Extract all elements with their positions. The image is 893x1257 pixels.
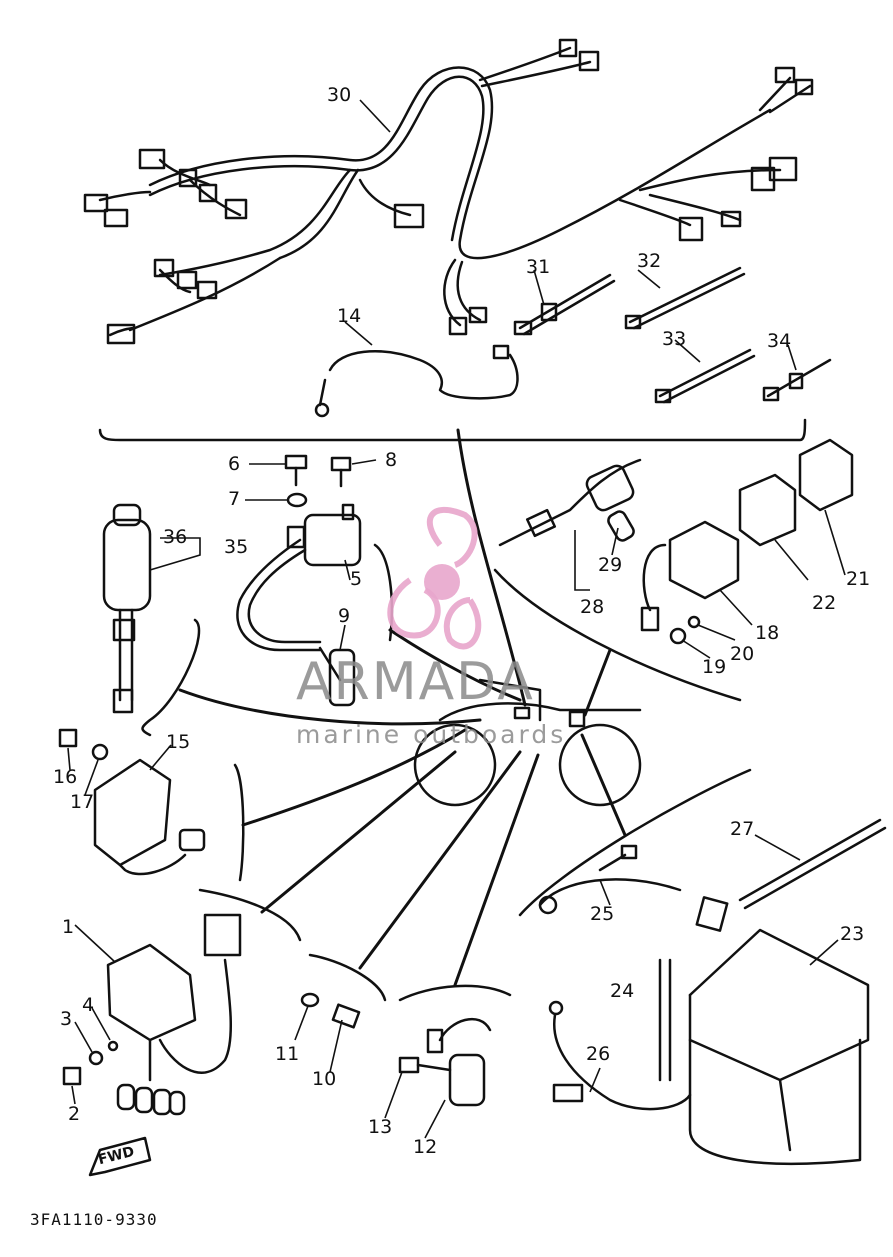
drawing-code: 3FA1110-9330: [30, 1210, 158, 1229]
part-number-13: 13: [368, 1116, 393, 1138]
group-arcs: [141, 543, 752, 1002]
battery-strap: [738, 818, 887, 910]
part-number-6: 6: [228, 453, 241, 475]
part-number-2: 2: [68, 1103, 81, 1125]
part-number-22: 22: [812, 592, 837, 614]
ignition-coil: [236, 503, 362, 707]
part-number-35: 35: [224, 536, 249, 558]
part-number-32: 32: [637, 250, 662, 272]
regulator: [58, 728, 206, 876]
part-number-3: 3: [60, 1008, 73, 1030]
group-bracket: [98, 418, 807, 442]
relays-21-22: [738, 438, 854, 547]
callout-leaders: [67, 99, 846, 1139]
part-number-21: 21: [846, 568, 871, 590]
part-number-28: 28: [580, 596, 605, 618]
part-number-24: 24: [610, 980, 635, 1002]
part-number-17: 17: [70, 791, 95, 813]
starter-solenoid: [398, 1018, 492, 1107]
part-number-26: 26: [586, 1043, 611, 1065]
part-number-16: 16: [53, 766, 78, 788]
part-number-12: 12: [413, 1136, 438, 1158]
part-number-20: 20: [730, 643, 755, 665]
engine-switch: [102, 503, 152, 714]
part-number-25: 25: [590, 903, 615, 925]
part-number-9: 9: [338, 605, 351, 627]
part-number-15: 15: [166, 731, 191, 753]
part-number-10: 10: [312, 1068, 337, 1090]
part-number-1: 1: [62, 916, 75, 938]
relay-unit: [640, 520, 740, 645]
part-number-5: 5: [350, 568, 363, 590]
wire-harness: [83, 38, 814, 345]
part-number-7: 7: [228, 488, 241, 510]
part-number-19: 19: [702, 656, 727, 678]
leader-lines: [178, 428, 627, 987]
bolts: [284, 454, 352, 508]
battery: [658, 928, 870, 1165]
part-number-30: 30: [327, 84, 352, 106]
part-number-11: 11: [275, 1043, 300, 1065]
battery-lead-14: [314, 344, 519, 418]
cable-ties: [513, 266, 832, 404]
part-number-18: 18: [755, 622, 780, 644]
leads-25-26: [538, 844, 729, 1111]
part-number-34: 34: [767, 330, 792, 352]
part-number-33: 33: [662, 328, 687, 350]
part-number-36: 36: [163, 526, 188, 548]
part-number-27: 27: [730, 818, 755, 840]
sensor-10: [300, 992, 361, 1029]
part-number-14: 14: [337, 305, 362, 327]
part-number-31: 31: [526, 256, 551, 278]
part-number-4: 4: [82, 994, 95, 1016]
part-number-8: 8: [385, 449, 398, 471]
engine-outline: [413, 678, 642, 807]
fwd-arrow: [88, 1136, 152, 1177]
part-number-29: 29: [598, 554, 623, 576]
part-number-23: 23: [840, 923, 865, 945]
cdi-unit: [62, 913, 242, 1116]
fuse-holder: [498, 458, 642, 547]
